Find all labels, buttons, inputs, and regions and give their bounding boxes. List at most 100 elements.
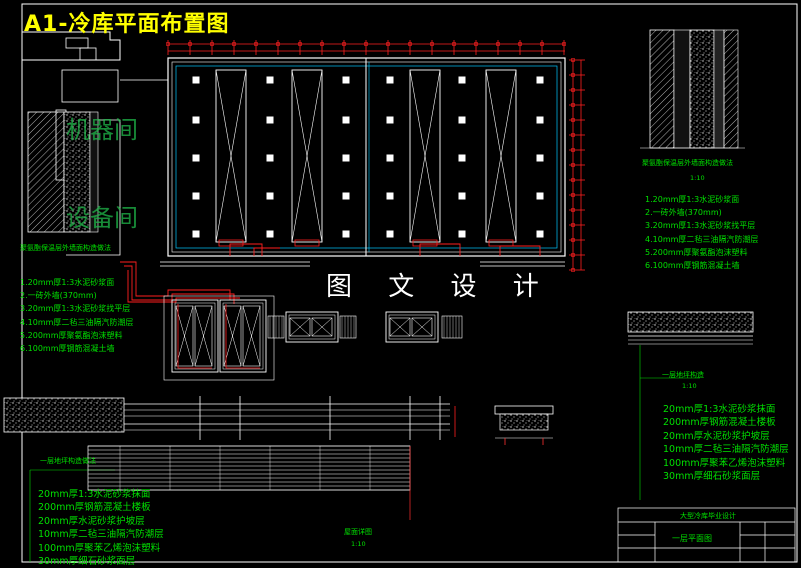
dim-mark <box>232 42 236 46</box>
column <box>386 230 394 238</box>
dim-mark <box>571 253 575 257</box>
equipment-diag <box>175 305 194 367</box>
cooler-drain <box>218 239 244 247</box>
note-line: 20mm厚1:3水泥砂浆抹面 <box>38 489 151 500</box>
dim-mark <box>571 208 575 212</box>
dim-mark <box>571 178 575 182</box>
equipment-unit <box>385 311 439 343</box>
column <box>266 76 274 84</box>
floor-right-scale: 1:10 <box>682 382 697 390</box>
column <box>342 76 350 84</box>
air-cooler <box>485 69 517 243</box>
equipment-unit <box>171 299 219 373</box>
note-line: 10mm厚二毡三油隔汽防潮层 <box>38 529 164 541</box>
right-wall-notes: 1.20mm厚1:3水泥砂浆面 2.一砖外墙(370mm) 3.20mm厚1:3… <box>645 193 758 272</box>
equipment-cell <box>389 317 411 337</box>
column <box>266 192 274 200</box>
section-caption: 屋面详图 <box>344 528 372 536</box>
column <box>536 154 544 162</box>
floor-section-left <box>3 397 450 562</box>
note-line: 6.100mm厚钢筋混凝土墙 <box>20 343 115 353</box>
column <box>342 116 350 124</box>
cooler-drain <box>412 239 438 247</box>
dim-mark <box>342 42 346 46</box>
column <box>386 116 394 124</box>
dimension-lines <box>168 43 582 437</box>
column <box>536 230 544 238</box>
note-line: 30mm厚细石砂浆面层 <box>663 470 761 482</box>
equipment-inner <box>222 302 264 370</box>
note-line: 30mm厚细石砂浆面层 <box>38 555 136 567</box>
equipment-cell <box>242 305 261 367</box>
equipment-diag <box>242 305 261 367</box>
cooler-diagonal <box>409 69 441 243</box>
cold-storage-building <box>167 57 566 257</box>
left-wall-section <box>27 111 99 233</box>
cooler-diagonal <box>215 69 247 243</box>
column <box>386 154 394 162</box>
column <box>458 192 466 200</box>
dim-mark <box>571 133 575 137</box>
equipment-pipe <box>177 304 212 369</box>
dim-mark <box>364 42 368 46</box>
dim-mark <box>540 42 544 46</box>
equipment-cell <box>311 317 333 337</box>
air-cooler <box>215 69 247 243</box>
left-wall-notes: 1.20mm厚1:3水泥砂浆面 2.一砖外墙(370mm) 3.20mm厚1:3… <box>20 276 133 355</box>
equipment-diag <box>223 305 242 367</box>
note-line: 4.10mm厚二毡三油隔汽防潮层 <box>645 234 759 244</box>
dimension-ticks <box>166 40 585 272</box>
equipment-cell <box>411 317 433 337</box>
dim-mark <box>571 103 575 107</box>
dim-mark <box>571 88 575 92</box>
note-line: 3.20mm厚1:3水泥砂浆找平层 <box>645 221 756 231</box>
column <box>266 230 274 238</box>
note-line: 100mm厚聚苯乙烯泡沫塑料 <box>38 542 161 554</box>
cooler-drain <box>488 239 514 247</box>
note-line: 4.10mm厚二毡三油隔汽防潮层 <box>20 317 134 327</box>
dim-mark <box>562 42 566 46</box>
equipment-diag <box>194 305 213 367</box>
column <box>342 230 350 238</box>
structural-columns <box>192 76 544 238</box>
equipment-inner <box>288 314 336 340</box>
note-line: 20mm厚1:3水泥砂浆抹面 <box>663 404 776 415</box>
note-line: 1.20mm厚1:3水泥砂浆面 <box>645 195 740 204</box>
column <box>458 230 466 238</box>
equipment-cell <box>194 305 213 367</box>
dim-mark <box>571 193 575 197</box>
equipment-unit <box>285 311 339 343</box>
note-line: 100mm厚聚苯乙烯泡沫塑料 <box>663 457 786 469</box>
column <box>342 154 350 162</box>
dim-mark <box>386 42 390 46</box>
column <box>192 192 200 200</box>
brand-watermark: 图 文 设 计 <box>326 272 553 302</box>
small-detail <box>494 405 554 445</box>
note-line: 5.200mm厚聚氨酯泡沫塑料 <box>20 330 123 340</box>
section-scale: 1:10 <box>351 540 366 548</box>
column <box>192 154 200 162</box>
equipment-unit <box>219 299 267 373</box>
dim-mark <box>166 42 170 46</box>
dim-mark <box>571 163 575 167</box>
title-block-project: 大型冷库毕业设计 <box>680 512 736 520</box>
dim-mark <box>276 42 280 46</box>
note-line: 20mm厚水泥砂浆护坡层 <box>38 515 145 527</box>
column <box>192 116 200 124</box>
dim-mark <box>571 223 575 227</box>
title-block <box>617 507 796 563</box>
note-line: 6.100mm厚钢筋混凝土墙 <box>645 260 740 270</box>
column <box>342 192 350 200</box>
drawing-border <box>21 3 798 563</box>
note-line: 3.20mm厚1:3水泥砂浆找平层 <box>20 304 131 314</box>
dim-mark <box>571 58 575 62</box>
right-wall-caption: 聚氨酯保温层外墙面构造做法 <box>642 159 733 167</box>
watermark-text-2: 设备间 <box>66 204 138 232</box>
cooler-diagonal <box>291 69 323 243</box>
equipment-cell <box>175 305 194 367</box>
dim-mark <box>408 42 412 46</box>
note-line: 2.一砖外墙(370mm) <box>645 208 722 218</box>
dim-mark <box>254 42 258 46</box>
note-line: 10mm厚二毡三油隔汽防潮层 <box>663 444 789 456</box>
layer-stack-detail <box>87 445 411 520</box>
